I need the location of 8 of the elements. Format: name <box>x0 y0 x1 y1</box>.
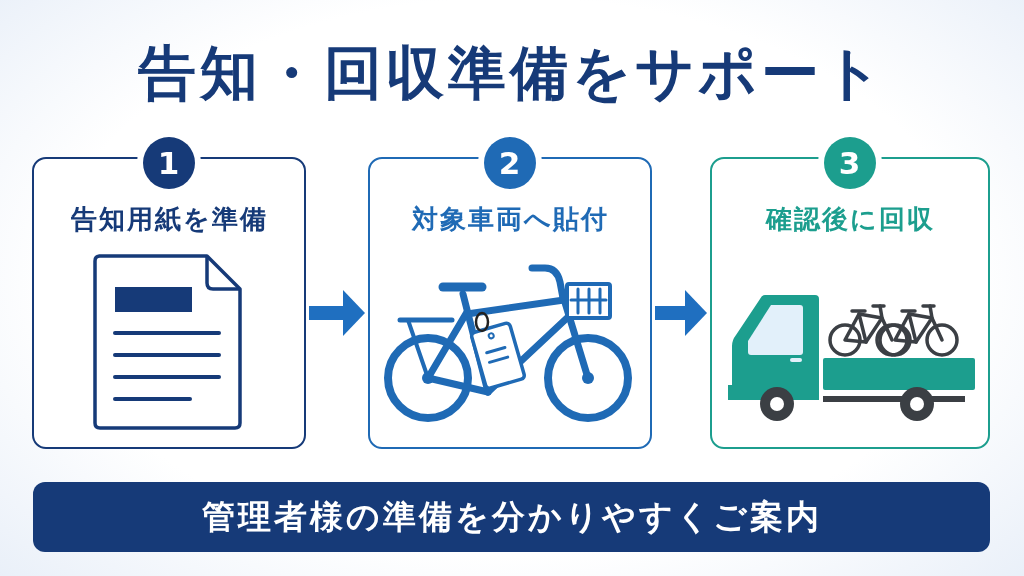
title: 告知・回収準備をサポート <box>138 38 886 109</box>
step-title: 対象車両へ貼付 <box>411 202 609 236</box>
arrow <box>655 290 707 336</box>
banner <box>33 482 990 552</box>
arrow <box>309 290 365 336</box>
step-title: 確認後に回収 <box>765 202 935 236</box>
banner-text: 管理者様の準備を分かりやすくご案内 <box>201 496 822 538</box>
step-title: 告知用紙を準備 <box>70 202 268 236</box>
